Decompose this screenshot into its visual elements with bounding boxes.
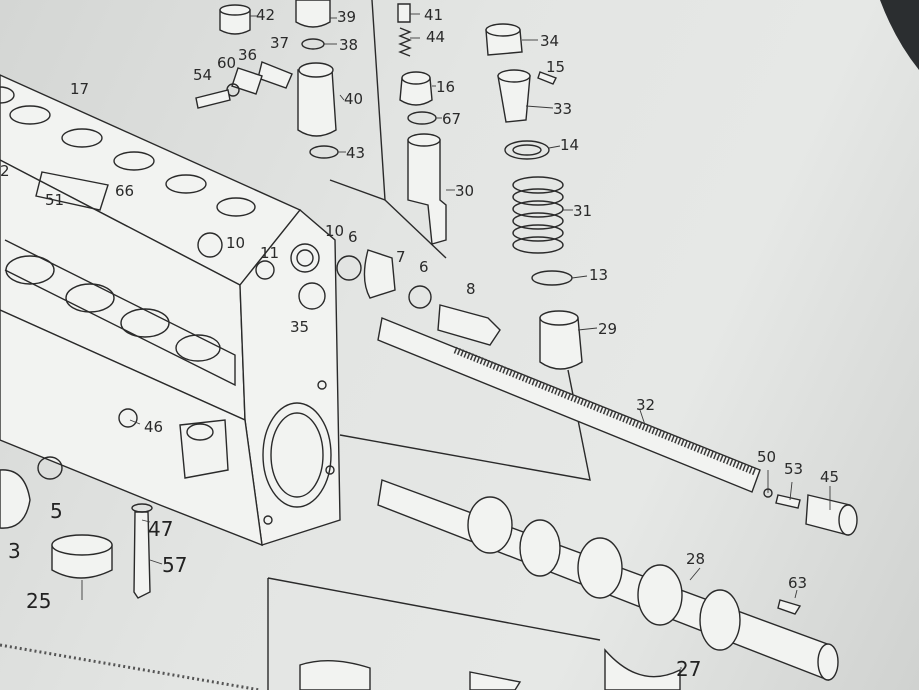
label-14: 14 — [560, 136, 579, 154]
label-63: 63 — [788, 574, 807, 592]
label-31: 31 — [573, 202, 592, 220]
label-6-left: 6 — [348, 228, 358, 246]
label-54: 54 — [193, 66, 212, 84]
label-3: 3 — [8, 539, 21, 563]
label-10-connector: 10 — [325, 222, 344, 240]
label-43: 43 — [346, 144, 365, 162]
top-center-parts — [195, 0, 447, 259]
base-edge — [0, 643, 261, 690]
leader-lines — [81, 13, 831, 669]
label-60: 60 — [217, 54, 236, 72]
label-33: 33 — [553, 100, 572, 118]
label-27: 27 — [676, 657, 701, 681]
middle-connectors — [290, 243, 501, 346]
label-15: 15 — [546, 58, 565, 76]
label-53: 53 — [784, 460, 803, 478]
label-46: 46 — [144, 418, 163, 436]
label-51: 51 — [45, 191, 64, 209]
label-29: 29 — [598, 320, 617, 338]
control-rack — [377, 317, 858, 536]
label-66: 66 — [115, 182, 134, 200]
label-35: 35 — [290, 318, 309, 336]
lower-left-parts — [0, 456, 522, 690]
label-2: 2 — [0, 162, 10, 180]
label-30: 30 — [455, 182, 474, 200]
label-28: 28 — [686, 550, 705, 568]
label-47: 47 — [148, 517, 173, 541]
label-6-right: 6 — [419, 258, 429, 276]
label-10-housing: 10 — [226, 234, 245, 252]
shadow-corner — [880, 0, 919, 70]
label-25: 25 — [26, 589, 51, 613]
label-44: 44 — [426, 28, 445, 46]
right-column-parts — [339, 23, 591, 481]
label-36: 36 — [238, 46, 257, 64]
label-32: 32 — [636, 396, 655, 414]
label-34: 34 — [540, 32, 559, 50]
label-7: 7 — [396, 248, 406, 266]
label-16: 16 — [436, 78, 455, 96]
label-5: 5 — [50, 499, 63, 523]
label-8: 8 — [466, 280, 476, 298]
label-13: 13 — [589, 266, 608, 284]
label-40: 40 — [344, 90, 363, 108]
label-45: 45 — [820, 468, 839, 486]
label-50: 50 — [757, 448, 776, 466]
label-57: 57 — [162, 553, 187, 577]
frame-lines — [267, 577, 601, 690]
label-37: 37 — [270, 34, 289, 52]
part-labels: 42 39 38 41 44 34 37 36 60 54 40 16 15 3… — [0, 6, 839, 681]
label-67: 67 — [442, 110, 461, 128]
label-17: 17 — [70, 80, 89, 98]
pump-housing — [0, 74, 341, 547]
label-42: 42 — [256, 6, 275, 24]
label-11: 11 — [260, 244, 279, 262]
label-39: 39 — [337, 8, 356, 26]
label-38: 38 — [339, 36, 358, 54]
label-41: 41 — [424, 6, 443, 24]
camshaft — [377, 479, 839, 690]
